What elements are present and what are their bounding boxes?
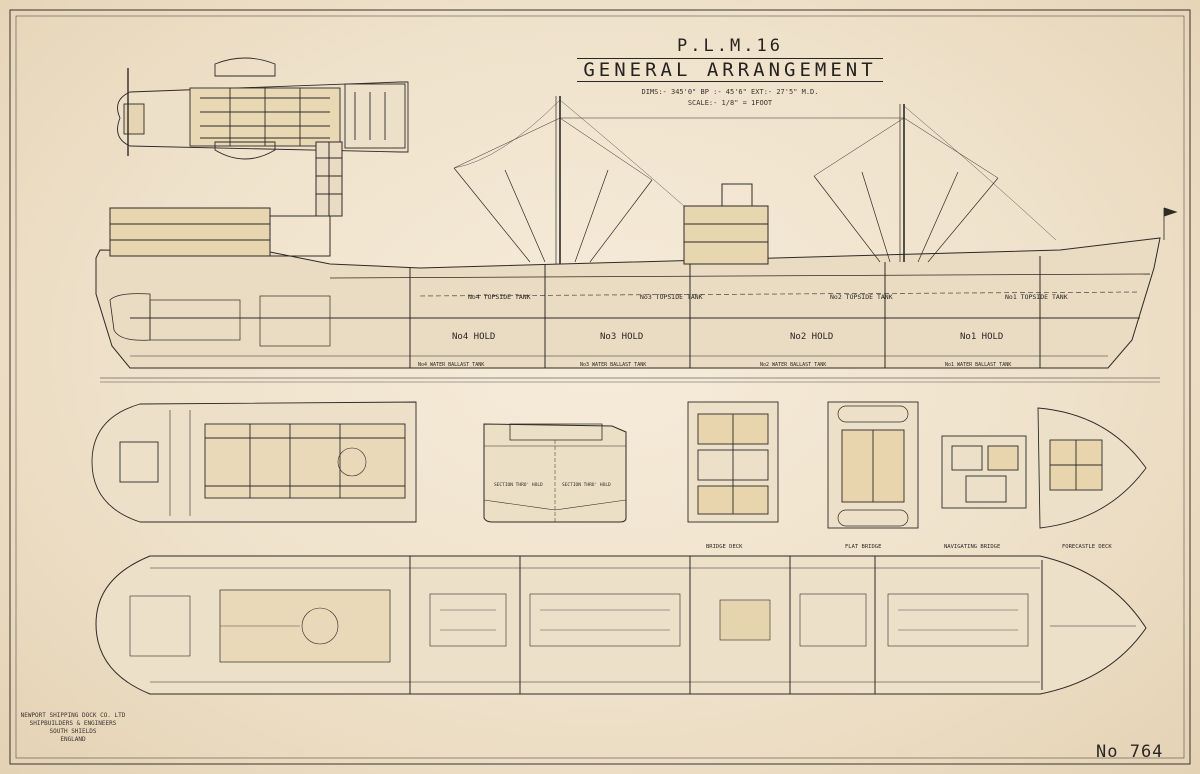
drawing-title: GENERAL ARRANGEMENT <box>577 58 883 82</box>
ballast-label-2: No2 WATER BALLAST TANK <box>760 362 826 368</box>
tank-label-1: No1 TOPSIDE TANK <box>1005 293 1068 301</box>
bridge-deck-plans <box>687 401 1147 529</box>
drawing-number: No 764 <box>1096 742 1164 762</box>
profile-labels: No4 TOPSIDE TANK No3 TOPSIDE TANK No2 TO… <box>418 293 1068 368</box>
dimensions-text: DIMS:- 345'0" BP :- 45'6" EXT:- 27'5" M.… <box>641 88 819 96</box>
ballast-label-3: No3 WATER BALLAST TANK <box>580 362 646 368</box>
sheet-inner-border <box>15 15 1185 759</box>
hold-label-2: No2 HOLD <box>790 332 833 342</box>
inboard-profile <box>95 96 1178 383</box>
deck-label-bridge: BRIDGE DECK <box>706 544 743 550</box>
tank-label-3: No3 TOPSIDE TANK <box>640 293 703 301</box>
builder-stamp: NEWPORT SHIPPING DOCK CO. LTD SHIPBUILDE… <box>18 712 128 744</box>
section-labels: SECTION THRO' HOLD SECTION THRO' HOLD <box>494 482 611 488</box>
top-deck-plan <box>117 57 409 160</box>
builder-line: SOUTH SHIELDS <box>49 728 97 735</box>
tank-label-4: No4 TOPSIDE TANK <box>468 293 531 301</box>
section-label-aft: SECTION THRO' HOLD <box>494 482 543 488</box>
scale-text: SCALE:- 1/8" = 1FOOT <box>687 99 773 107</box>
main-deck-plan <box>95 555 1147 695</box>
deck-label-flat-bridge: FLAT BRIDGE <box>845 544 881 550</box>
ballast-label-4: No4 WATER BALLAST TANK <box>418 362 484 368</box>
sheet-border <box>9 9 1191 765</box>
hold-label-4: No4 HOLD <box>452 332 495 342</box>
hold-section-drawings <box>483 423 627 523</box>
builder-line: SHIPBUILDERS & ENGINEERS <box>29 720 117 727</box>
deck-label-navigating: NAVIGATING BRIDGE <box>944 544 1000 550</box>
deck-labels: BRIDGE DECK FLAT BRIDGE NAVIGATING BRIDG… <box>706 544 1112 550</box>
poop-deck-plan <box>91 401 417 523</box>
tank-label-2: No2 TOPSIDE TANK <box>830 293 893 301</box>
hold-label-3: No3 HOLD <box>600 332 643 342</box>
section-label-fwd: SECTION THRO' HOLD <box>562 482 611 488</box>
builder-line: NEWPORT SHIPPING DOCK CO. LTD <box>20 712 126 719</box>
title-block: P.L.M.16 GENERAL ARRANGEMENT DIMS:- 345'… <box>560 36 900 107</box>
hold-label-1: No1 HOLD <box>960 332 1003 342</box>
ballast-label-1: No1 WATER BALLAST TANK <box>945 362 1011 368</box>
builder-line: ENGLAND <box>60 736 86 743</box>
vessel-name: P.L.M.16 <box>677 36 783 56</box>
deck-label-forecastle: FORECASTLE DECK <box>1062 544 1112 550</box>
